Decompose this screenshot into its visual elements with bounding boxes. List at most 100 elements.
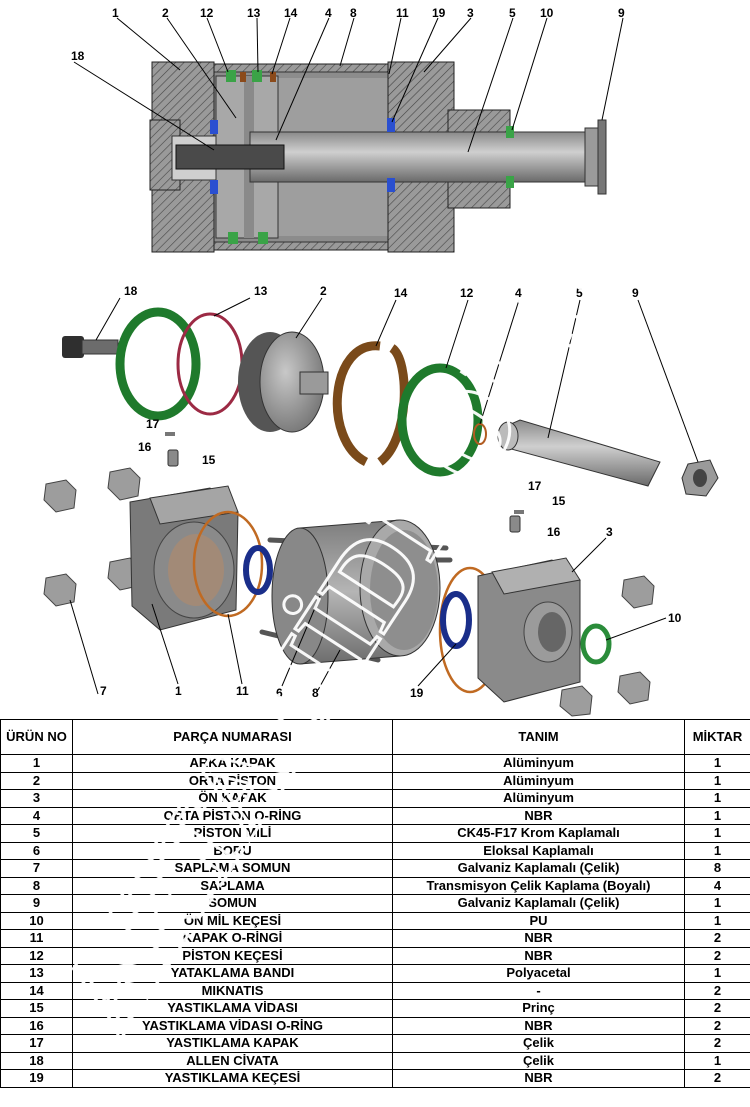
callout-4: 4 [325,6,332,20]
callout-10: 10 [668,611,682,625]
cell-part: ÖN MİL KEÇESİ [72,911,393,930]
rear-cover [129,485,239,631]
callout-14: 14 [284,6,298,20]
wear-band [176,312,244,416]
cell-part: KAPAK O-RİNGİ [72,929,393,948]
cell-no: 13 [0,964,73,983]
callout-1: 1 [112,6,119,20]
cell-part: ARKA KAPAK [72,754,393,773]
callout-13: 13 [254,284,268,298]
cell-desc: Galvaniz Kaplamalı (Çelik) [392,894,685,913]
callout-19: 19 [432,6,446,20]
cell-part: BORU [72,841,393,860]
piston [238,331,329,433]
callout-2: 2 [320,284,327,298]
callout-18: 18 [71,49,85,63]
cell-part: YASTIKLAMA KEÇESİ [72,1069,393,1088]
cell-no: 6 [0,841,73,860]
piston-seal-left [115,307,201,421]
cell-part: YATAKLAMA BANDI [72,964,393,983]
cell-desc: PU [392,911,685,930]
callout-15: 15 [552,494,566,508]
cell-desc: Alüminyum [392,789,685,808]
cell-desc: Eloksal Kaplamalı [392,841,685,860]
cushion-seal-left [243,545,273,595]
cell-desc: Galvaniz Kaplamalı (Çelik) [392,859,685,878]
cell-no: 18 [0,1051,73,1070]
callout-7: 7 [100,684,107,698]
table-header-row: ÜRÜN NO PARÇA NUMARASI TANIM MİKTAR [0,719,750,755]
cell-desc: NBR [392,1069,685,1088]
callout-2: 2 [162,6,169,20]
cell-no: 5 [0,824,73,843]
cell-no: 14 [0,981,73,1000]
cell-qty: 1 [684,841,750,860]
cell-desc: - [392,981,685,1000]
piston-rod [249,131,603,183]
allen-bolt [62,336,119,358]
callout-9: 9 [632,286,639,300]
cell-qty: 2 [684,981,750,1000]
callout-19: 19 [410,686,424,700]
callout-17: 17 [528,479,542,493]
cell-no: 9 [0,894,73,913]
cell-desc: CK45-F17 Krom Kaplamalı [392,824,685,843]
cell-desc: NBR [392,929,685,948]
cell-no: 3 [0,789,73,808]
cell-desc: NBR [392,1016,685,1035]
cell-qty: 1 [684,824,750,843]
piston-rod-part [497,419,661,487]
callout-8: 8 [350,6,357,20]
callout-18: 18 [124,284,138,298]
front-rod-seal [580,623,612,665]
callout-5: 5 [576,286,583,300]
callout-17: 17 [146,417,160,431]
cell-qty: 2 [684,999,750,1018]
cell-desc: Alüminyum [392,754,685,773]
cell-qty: 1 [684,911,750,930]
cushion-seal-right [440,591,472,649]
callout-3: 3 [467,6,474,20]
cylinder-assembly-drawing: 1 2 12 13 14 4 8 11 19 3 5 10 9 18 18 13… [43,6,719,717]
cell-part: PİSTON MİLİ [72,824,393,843]
cell-desc: Çelik [392,1051,685,1070]
cell-no: 16 [0,1016,73,1035]
cell-qty: 2 [684,946,750,965]
cell-qty: 1 [684,771,750,790]
cell-no: 2 [0,771,73,790]
callout-16: 16 [547,525,561,539]
cell-qty: 1 [684,1051,750,1070]
cell-desc: Prinç [392,999,685,1018]
cell-qty: 1 [684,754,750,773]
cell-desc: NBR [392,946,685,965]
front-cover [477,557,581,703]
callout-12: 12 [460,286,474,300]
callout-12: 12 [200,6,214,20]
callout-labels-exploded: 18 13 2 14 12 4 5 9 17 16 15 17 15 16 3 … [100,284,682,700]
cell-part: SAPLAMA [72,876,393,895]
cell-qty: 2 [684,929,750,948]
callout-8: 8 [312,686,319,700]
cell-no: 1 [0,754,73,773]
cell-qty: 1 [684,894,750,913]
cell-part: ALLEN CİVATA [72,1051,393,1070]
exploded-view [43,307,719,717]
header-part: PARÇA NUMARASI [72,719,393,755]
cell-no: 11 [0,929,73,948]
cell-no: 10 [0,911,73,930]
callout-5: 5 [509,6,516,20]
cell-qty: 1 [684,806,750,825]
cell-no: 17 [0,1034,73,1053]
cell-desc: NBR [392,806,685,825]
